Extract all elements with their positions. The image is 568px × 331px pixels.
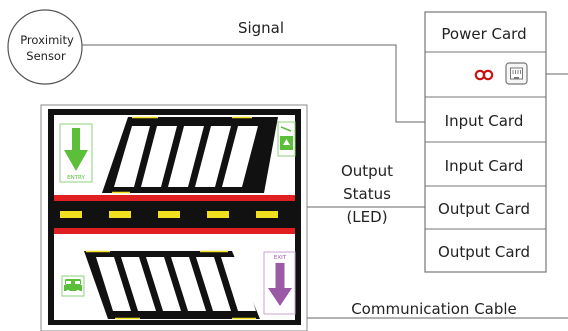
sensor-label-line2: Sensor [26,49,66,63]
power-card-label: Power Card [441,25,526,43]
parking-bay-bottom [84,250,260,320]
exit-sign-icon [277,121,296,157]
parking-bay-top [102,116,278,194]
exit-arrow-icon [268,263,292,306]
exit-marker: EXIT [263,251,296,315]
road [54,195,295,234]
output-status-label: Output Status (LED) [341,162,393,226]
output-status-line1: Output [341,162,393,180]
output-card-2-label: Output Card [438,243,530,261]
card-stack: Power Card Input Card Input Card Output … [424,11,547,273]
signal-label: Signal [238,19,284,37]
input-card-1-label: Input Card [445,112,524,130]
proximity-sensor: Proximity Sensor [7,9,83,85]
car-icon [61,275,85,297]
link-icon [474,69,494,81]
output-status-line3: (LED) [346,208,387,226]
input-card-2-label: Input Card [445,157,524,175]
sensor-label-line1: Proximity [20,33,74,47]
entry-marker: ENTRY [59,123,93,183]
entry-label: ENTRY [67,175,85,181]
exit-label: EXIT [274,255,287,261]
entry-arrow-icon [64,128,88,171]
communication-cable-label: Communication Cable [351,300,517,318]
output-card-1-label: Output Card [438,200,530,218]
signal-wire [82,44,425,123]
ethernet-port-icon [505,62,528,85]
parking-board: ENTRY [40,104,308,331]
output-status-line2: Status [343,185,391,203]
